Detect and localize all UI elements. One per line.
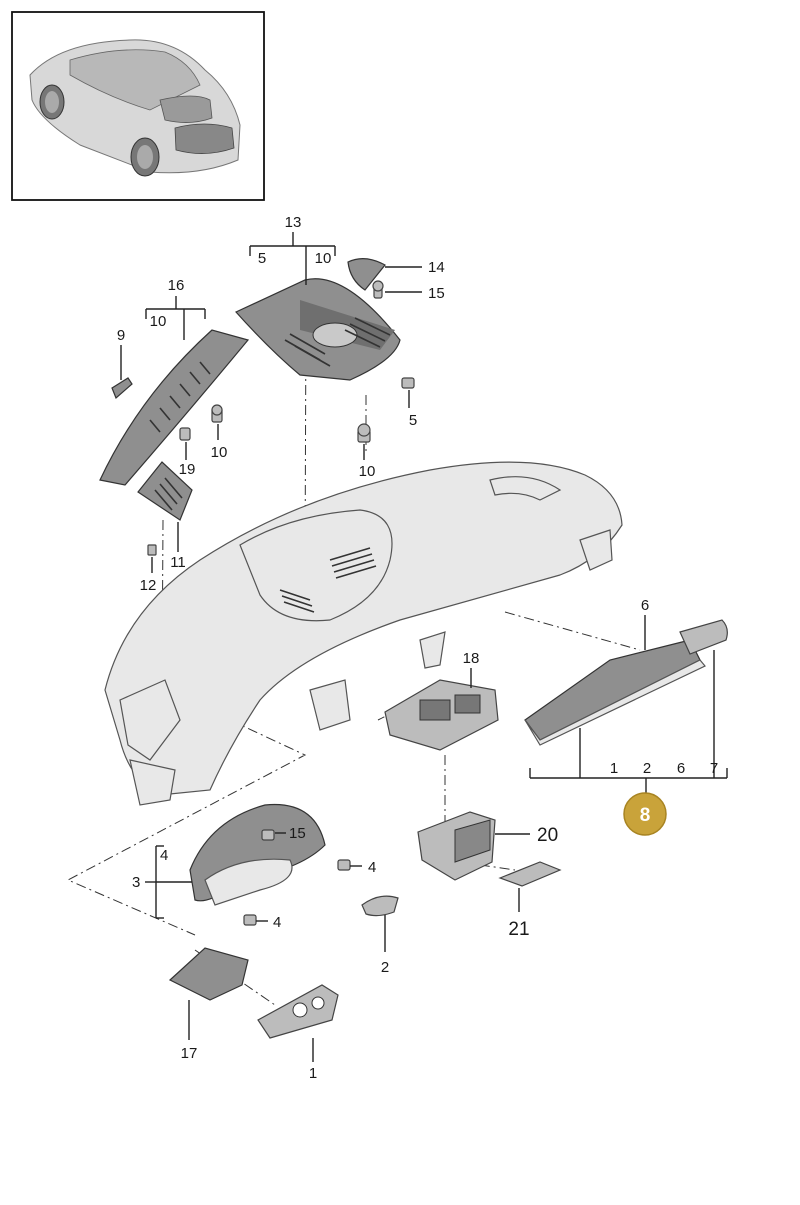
part-14-cover[interactable] <box>347 258 386 291</box>
label-11[interactable]: 11 <box>170 554 186 571</box>
car-icon <box>29 39 241 177</box>
label-10-left[interactable]: 10 <box>211 444 228 461</box>
label-15-mid[interactable]: 15 <box>289 825 306 842</box>
part-17-switch-panel[interactable] <box>168 947 249 1001</box>
label-6[interactable]: 6 <box>641 597 649 614</box>
large-labels: 20 21 <box>508 825 558 940</box>
part-10-clip-left[interactable] <box>211 404 223 423</box>
part-12-clip[interactable] <box>147 544 157 556</box>
label-2[interactable]: 2 <box>381 959 389 976</box>
label-19[interactable]: 19 <box>179 461 196 478</box>
label-15[interactable]: 15 <box>428 285 445 302</box>
label-8-6[interactable]: 6 <box>677 760 685 777</box>
part-15-clip-mid[interactable] <box>261 829 275 841</box>
part-15-clip[interactable] <box>372 280 384 299</box>
label-12[interactable]: 12 <box>140 577 157 594</box>
label-13[interactable]: 13 <box>285 214 302 231</box>
label-5[interactable]: 5 <box>409 412 417 429</box>
label-9[interactable]: 9 <box>117 327 125 344</box>
part-8-highlight-badge[interactable]: 8 <box>623 792 667 836</box>
label-8-1[interactable]: 1 <box>610 760 618 777</box>
part-16-left-vent-strip[interactable] <box>99 329 250 486</box>
label-4-b[interactable]: 4 <box>273 914 281 931</box>
label-4-a[interactable]: 4 <box>368 859 376 876</box>
badge-8-label: 8 <box>640 805 651 826</box>
label-13-10[interactable]: 10 <box>315 250 332 267</box>
label-14[interactable]: 14 <box>428 259 445 276</box>
label-8-7[interactable]: 7 <box>710 760 718 777</box>
part-19-clip[interactable] <box>179 427 191 441</box>
callout-labels: 13 5 10 14 15 16 10 9 10 19 5 10 11 12 6… <box>117 214 718 1082</box>
vent-louvers-16 <box>149 361 211 433</box>
part-11-side-vent[interactable] <box>137 461 193 521</box>
label-21[interactable]: 21 <box>508 919 529 940</box>
part-4-clip-b[interactable] <box>243 914 257 926</box>
label-3-4[interactable]: 4 <box>160 847 168 864</box>
part-3-cluster-cover[interactable] <box>189 803 326 906</box>
part-13-upper-vent-panel[interactable] <box>235 278 401 381</box>
part-5-clip[interactable] <box>401 377 415 389</box>
label-10-right[interactable]: 10 <box>359 463 376 480</box>
part-1-bezel[interactable] <box>257 984 339 1039</box>
part-9-trim[interactable] <box>111 377 133 400</box>
vent-louvers-13 <box>284 317 391 367</box>
part-2-cap[interactable] <box>361 895 399 917</box>
dashboard-carrier[interactable] <box>104 461 623 806</box>
vehicle-thumbnail[interactable] <box>11 11 265 201</box>
part-21-mat[interactable] <box>498 861 562 887</box>
label-20[interactable]: 20 <box>537 825 558 846</box>
part-10-clip-right[interactable] <box>357 423 371 443</box>
label-16[interactable]: 16 <box>168 277 185 294</box>
label-1[interactable]: 1 <box>309 1065 317 1082</box>
part-7-glove-box-trim[interactable] <box>679 619 728 655</box>
label-18[interactable]: 18 <box>463 650 480 667</box>
part-18-console-bracket[interactable] <box>384 679 499 751</box>
part-4-clip-a[interactable] <box>337 859 351 871</box>
callout-lines <box>120 232 728 1062</box>
part-20-storage-bin[interactable] <box>417 811 496 881</box>
label-17[interactable]: 17 <box>181 1045 198 1062</box>
label-3[interactable]: 3 <box>132 874 140 891</box>
label-8-2[interactable]: 2 <box>643 760 651 777</box>
center-vent-grille <box>279 547 377 613</box>
part-6-glove-box[interactable] <box>524 639 706 746</box>
label-16-10[interactable]: 10 <box>150 313 167 330</box>
label-13-5[interactable]: 5 <box>258 250 266 267</box>
